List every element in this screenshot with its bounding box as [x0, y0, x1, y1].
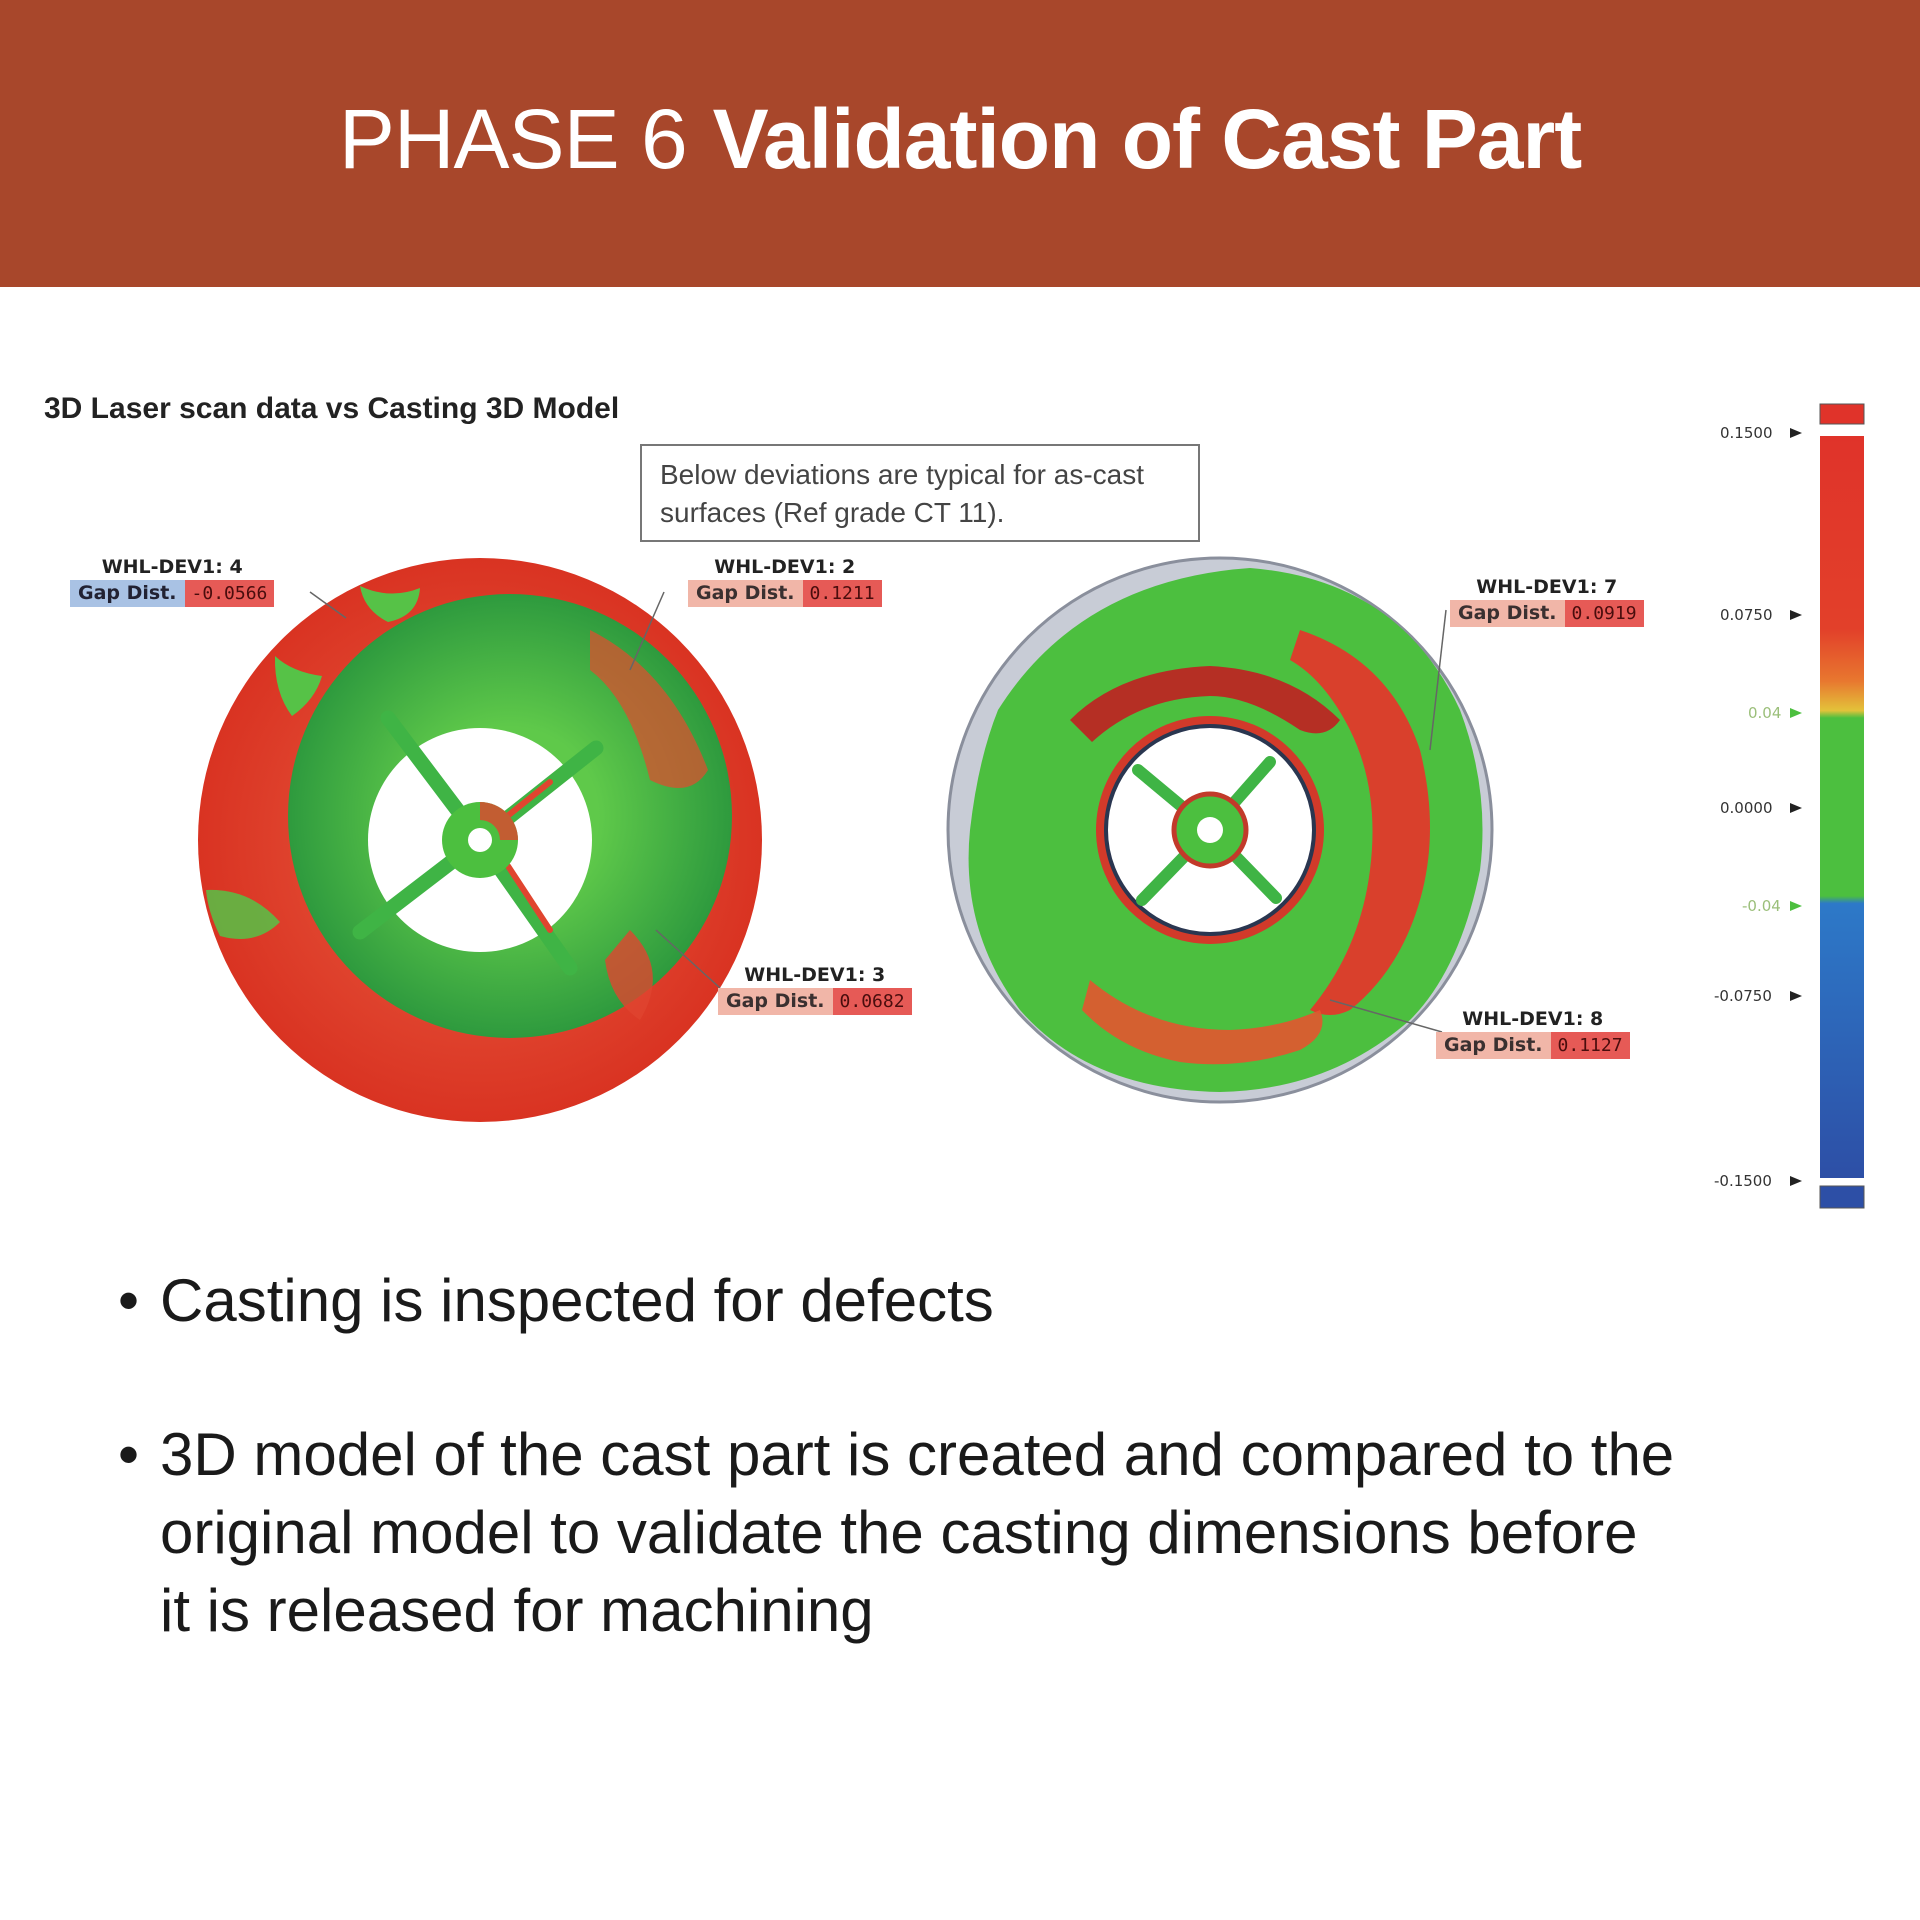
scale-label-min: -0.1500 [1714, 1172, 1772, 1190]
note-line-2: surfaces (Ref grade CT 11). [660, 497, 1005, 528]
scale-label-neg-075: -0.0750 [1714, 987, 1772, 1005]
scale-label-tol-low: -0.04 [1742, 897, 1781, 915]
bullet-text: Casting is inspected for defects [160, 1267, 994, 1334]
callout-name: WHL-DEV1: 3 [744, 964, 886, 986]
note-line-1: Below deviations are typical for as-cast [660, 459, 1144, 490]
callout-whl-dev1-8: WHL-DEV1: 8 Gap Dist. 0.1127 [1436, 1008, 1630, 1059]
callout-name: WHL-DEV1: 4 [101, 556, 243, 578]
header-banner: PHASE 6 Validation of Cast Part [0, 0, 1920, 287]
callout-value: 0.0682 [832, 988, 912, 1015]
callout-whl-dev1-3: WHL-DEV1: 3 Gap Dist. 0.0682 [718, 964, 912, 1015]
scan-comparison-figure: 3D Laser scan data vs Casting 3D Model B… [30, 370, 1890, 1230]
scale-label-max: 0.1500 [1720, 424, 1773, 442]
deviation-color-scale [1790, 403, 1865, 1209]
callout-label: Gap Dist. [718, 988, 833, 1015]
left-wheel-scan [198, 558, 762, 1122]
callout-whl-dev1-2: WHL-DEV1: 2 Gap Dist. 0.1211 [688, 556, 882, 607]
bullet-dot: • [118, 1267, 140, 1334]
bullet-item-2: • 3D model of the cast part is created a… [118, 1416, 1818, 1650]
phase-label: PHASE 6 [338, 91, 688, 186]
phase-title: Validation of Cast Part [712, 91, 1583, 186]
callout-name: WHL-DEV1: 8 [1462, 1008, 1604, 1030]
figure-title: 3D Laser scan data vs Casting 3D Model [44, 392, 620, 425]
scale-label-tol-high: 0.04 [1748, 704, 1782, 722]
callout-value: -0.0566 [184, 580, 275, 607]
callout-value: 0.0919 [1564, 600, 1644, 627]
callout-name: WHL-DEV1: 7 [1476, 576, 1618, 598]
callout-whl-dev1-7: WHL-DEV1: 7 Gap Dist. 0.0919 [1450, 576, 1644, 627]
callout-name: WHL-DEV1: 2 [714, 556, 856, 578]
callout-label: Gap Dist. [70, 580, 185, 607]
deviation-note: Below deviations are typical for as-cast… [640, 444, 1200, 542]
callout-value: 0.1127 [1550, 1032, 1630, 1059]
callout-whl-dev1-4: WHL-DEV1: 4 Gap Dist. -0.0566 [70, 556, 275, 607]
scan-graphics [198, 403, 1865, 1209]
scale-label-zero: 0.0000 [1720, 799, 1773, 817]
bullet-list: • Casting is inspected for defects • 3D … [118, 1262, 1818, 1650]
callout-value: 0.1211 [802, 580, 882, 607]
callout-label: Gap Dist. [1436, 1032, 1551, 1059]
callout-label: Gap Dist. [688, 580, 803, 607]
bullet-text-line-3: it is released for machining [160, 1577, 874, 1644]
bullet-text-line-2: original model to validate the casting d… [160, 1499, 1638, 1566]
bullet-dot: • [118, 1421, 140, 1488]
right-wheel-scan [946, 556, 1494, 1104]
bullet-text-line-1: 3D model of the cast part is created and… [160, 1421, 1675, 1488]
bullet-item-1: • Casting is inspected for defects [118, 1262, 1818, 1340]
callout-label: Gap Dist. [1450, 600, 1565, 627]
scale-label-075: 0.0750 [1720, 606, 1773, 624]
